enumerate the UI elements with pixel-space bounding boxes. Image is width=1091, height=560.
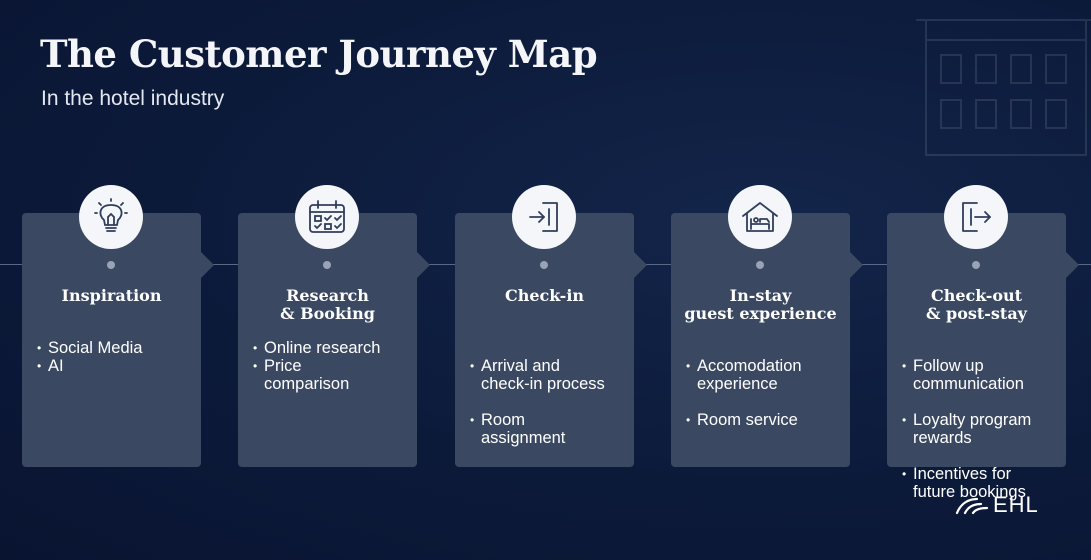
ehl-logo-mark-icon	[955, 497, 989, 515]
ehl-logo-text: EHL	[993, 492, 1039, 517]
bullet-item: Loyalty program rewards	[902, 411, 1060, 447]
ehl-logo: EHL	[955, 492, 1039, 518]
stage-bullets: Follow up communication Loyalty program …	[902, 339, 1060, 519]
stage-title: Inspiration	[61, 286, 162, 305]
stage-card-in-stay: In-stay guest experience Accomodation ex…	[671, 185, 863, 467]
timeline-dot	[540, 261, 548, 269]
bullet-item: Price comparison	[253, 357, 411, 393]
stage-card-check-in: Check-in Arrival and check-in process Ro…	[455, 185, 647, 467]
stage-card-inspiration: Inspiration Social Media AI	[22, 185, 214, 467]
bullet-item: Social Media	[37, 339, 195, 357]
stage-card-check-out: Check-out & post-stay Follow up communic…	[887, 185, 1079, 501]
stage-title: Check-in	[504, 286, 585, 305]
stage-title: Research & Booking	[280, 286, 375, 323]
bullet-item: Accomodation experience	[686, 357, 844, 393]
stage-bullets: Social Media AI	[37, 339, 195, 375]
lightbulb-icon	[79, 185, 143, 249]
stage-bullets: Accomodation experience Room service	[686, 339, 844, 447]
bullet-item: Incentives for future bookings	[902, 465, 1060, 501]
bullet-item: Follow up communication	[902, 357, 1060, 393]
stage-card-research-booking: Research & Booking Online research Price…	[238, 185, 430, 467]
door-exit-icon	[944, 185, 1008, 249]
timeline-dot	[107, 261, 115, 269]
stage-title: Check-out & post-stay	[926, 286, 1027, 323]
bullet-item: AI	[37, 357, 195, 375]
bullet-item: Room assignment	[470, 411, 628, 447]
hotel-bed-icon	[728, 185, 792, 249]
bullet-item: Room service	[686, 411, 844, 429]
timeline-dot	[972, 261, 980, 269]
page-title: The Customer Journey Map	[40, 32, 598, 76]
timeline-dot	[323, 261, 331, 269]
timeline-dot	[756, 261, 764, 269]
page-subtitle: In the hotel industry	[41, 87, 225, 110]
stage-title: In-stay guest experience	[684, 286, 837, 323]
bullet-item: Online research	[253, 339, 411, 357]
hotel-building-watermark-icon	[916, 19, 1091, 156]
door-enter-icon	[512, 185, 576, 249]
bullet-item: Arrival and check-in process	[470, 357, 628, 393]
stage-bullets: Online research Price comparison	[253, 339, 411, 393]
calendar-icon	[295, 185, 359, 249]
stage-bullets: Arrival and check-in process Room assign…	[470, 339, 628, 465]
